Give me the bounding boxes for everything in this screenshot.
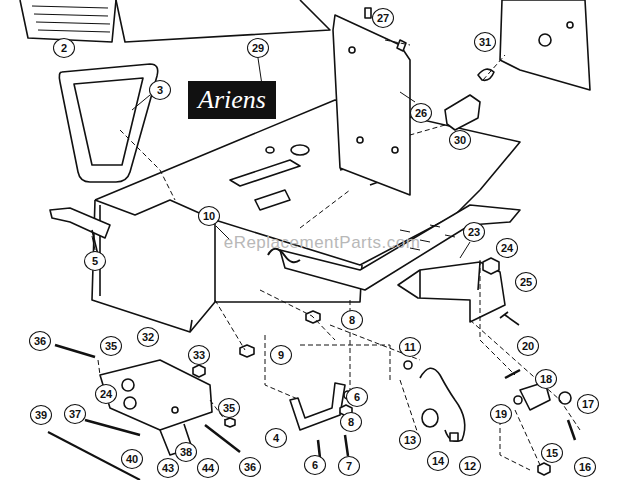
callout-number: 11 [399,337,421,357]
callout-number: 16 [574,457,596,477]
callout-number: 10 [198,206,220,226]
callout-number: 5 [84,251,106,271]
callout-number: 29 [247,38,269,58]
callout-number: 13 [399,430,421,450]
callout-number: 30 [449,130,471,150]
callout-number: 35 [100,336,122,356]
callout-number: 2 [53,38,75,58]
callout-number: 17 [577,394,599,414]
callout-number: 44 [197,458,219,478]
callout-number: 8 [341,310,363,330]
callout-number: 40 [121,449,143,469]
callout-number: 3 [149,80,171,100]
callout-number: 24 [496,238,518,258]
callout-number: 35 [218,398,240,418]
callout-number: 27 [372,8,394,28]
callout-number: 20 [517,336,539,356]
callout-number: 33 [188,345,210,365]
callout-number: 24 [95,384,117,404]
callout-number: 8 [340,412,362,432]
watermark: eReplacementParts.com [224,233,421,253]
callout-number: 14 [427,451,449,471]
callout-number: 23 [463,222,485,242]
callout-number: 4 [265,428,287,448]
callout-number: 15 [541,443,563,463]
callout-number: 26 [410,103,432,123]
callout-number: 12 [459,456,481,476]
callout-number: 18 [535,369,557,389]
callout-number: 6 [346,387,368,407]
callout-number: 36 [239,457,261,477]
callout-number: 43 [157,458,179,478]
callout-number: 6 [304,455,326,475]
callout-number: 7 [338,456,360,476]
callout-number: 31 [474,32,496,52]
callout-number: 19 [490,404,512,424]
callout-number: 36 [29,331,51,351]
callout-number: 25 [515,272,537,292]
callout-number: 37 [64,404,86,424]
callout-number: 32 [137,327,159,347]
callout-number: 39 [30,405,52,425]
callout-number: 9 [270,345,292,365]
brand-logo: Ariens [188,81,276,119]
callout-number: 38 [175,442,197,462]
